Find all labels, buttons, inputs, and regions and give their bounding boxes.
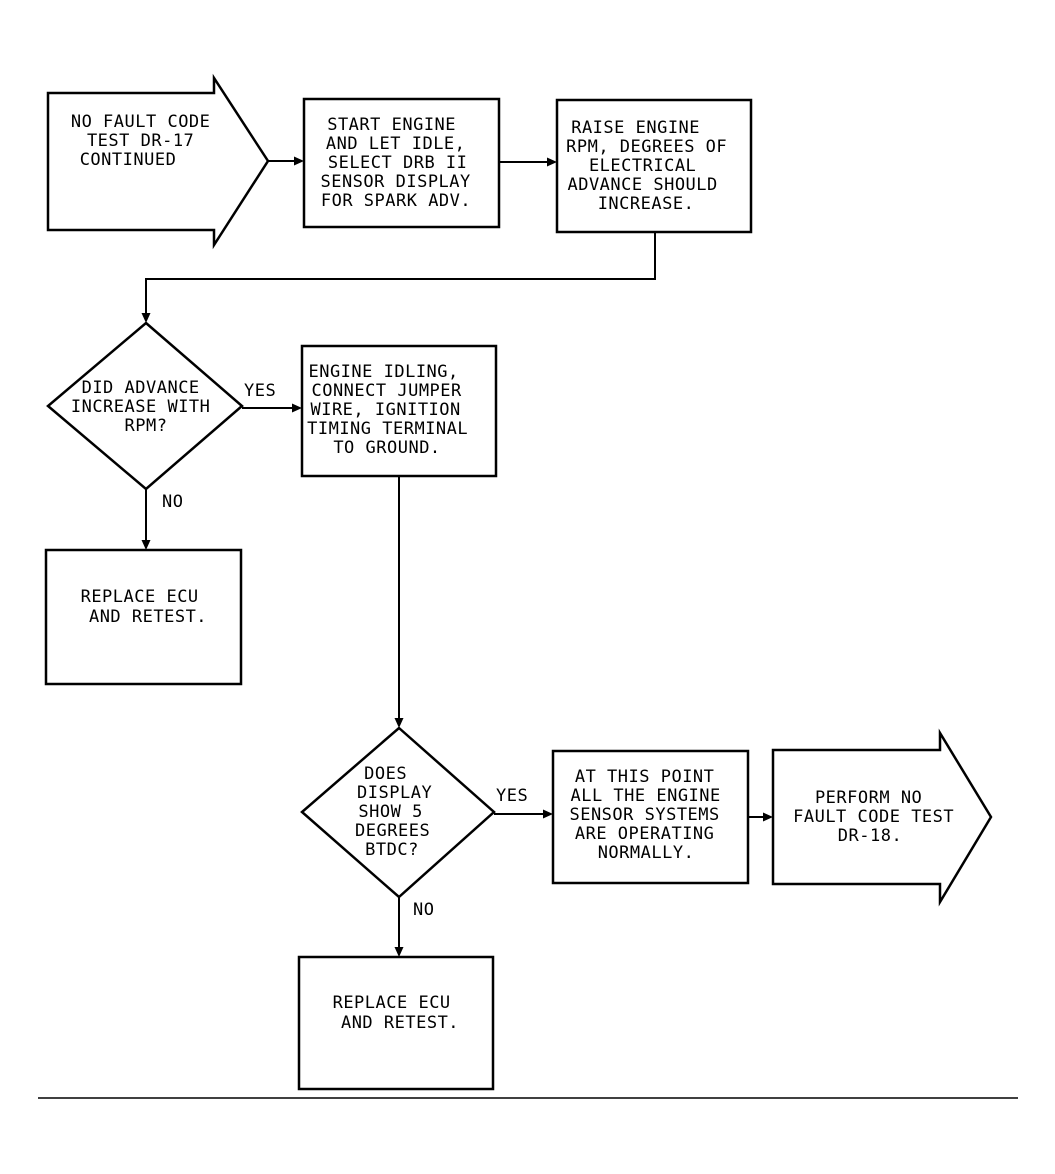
node-q-advance-line: RPM? [125,416,168,436]
node-normal: AT THIS POINT ALL THE ENGINE SENSOR SYST… [551,749,750,885]
node-idle-text: START ENGINE AND LET IDLE, SELECT DRB II… [320,115,481,211]
end-arrow-shape [771,728,993,907]
node-perform-line: DR-18. [838,826,902,846]
node-q-display: DOES DISPLAY SHOW 5 DEGREES BTDC? [300,726,496,899]
node-replace1-text: REPLACE ECU AND RETEST. [81,587,210,627]
node-replace2-text: REPLACE ECU AND RETEST. [333,993,462,1033]
node-replace1-line: REPLACE ECU [81,587,199,607]
arrowhead-icon [394,947,404,957]
node-replace2-box [297,955,495,1091]
node-start-line: CONTINUED [80,150,177,170]
start-arrow-shape [46,73,270,250]
node-normal-box [551,749,750,885]
node-q-display-line: BTDC? [365,840,419,860]
edge-label-no: NO [162,492,183,512]
node-normal-line: ALL THE ENGINE [570,786,720,806]
node-jumper-line: WIRE, IGNITION [310,400,460,420]
node-q-display-text: DOES DISPLAY SHOW 5 DEGREES BTDC? [355,764,443,860]
node-replace2-line: AND RETEST. [341,1013,459,1033]
node-jumper-line: CONNECT JUMPER [311,381,462,401]
arrowhead-icon [547,157,557,167]
node-replace1-box [44,548,243,686]
node-jumper-line: ENGINE IDLING, [308,362,458,382]
node-normal-line: AT THIS POINT [575,767,715,787]
arrowhead-icon [394,718,404,728]
node-start: NO FAULT CODE TEST DR-17 CONTINUED [46,73,270,250]
node-idle: START ENGINE AND LET IDLE, SELECT DRB II… [302,97,501,229]
node-normal-line: NORMALLY. [598,843,695,863]
node-perform: PERFORM NO FAULT CODE TEST DR-18. [771,728,993,907]
node-q-display-line: DISPLAY [357,783,432,803]
node-q-advance-text: DID ADVANCE INCREASE WITH RPM? [71,378,221,436]
arrowhead-icon [292,403,302,413]
node-idle-box [302,97,501,229]
node-idle-line: SENSOR DISPLAY [320,172,470,192]
edge-label-yes: YES [244,381,276,401]
arrowhead-icon [141,313,151,323]
node-idle-line: FOR SPARK ADV. [321,191,471,211]
arrowhead-icon [294,156,304,166]
node-jumper-line: TIMING TERMINAL [307,419,468,439]
node-jumper-line: TO GROUND. [333,438,440,458]
node-q-advance-line: INCREASE WITH [71,397,211,417]
node-perform-line: FAULT CODE TEST [793,807,954,827]
node-raise-line: INCREASE. [598,194,695,214]
node-normal-line: SENSOR SYSTEMS [569,805,719,825]
node-raise-text: RAISE ENGINE RPM, DEGREES OF ELECTRICAL … [566,118,738,214]
node-start-line: NO FAULT CODE [71,112,211,132]
node-raise-line: RAISE ENGINE [571,118,700,138]
node-q-advance-line: DID ADVANCE [82,378,200,398]
connector-raise-question [145,232,656,314]
node-idle-line: START ENGINE [327,115,456,135]
node-jumper-text: ENGINE IDLING, CONNECT JUMPER WIRE, IGNI… [307,362,479,458]
node-q-display-line: DEGREES [355,821,430,841]
arrowhead-icon [141,540,151,550]
edge-label-no: NO [413,900,434,920]
node-idle-line: AND LET IDLE, [326,134,466,154]
node-q-display-line: DOES [364,764,407,784]
node-raise-line: ELECTRICAL [589,156,696,176]
node-start-line: TEST DR-17 [87,131,194,151]
node-replace2-line: REPLACE ECU [333,993,451,1013]
node-idle-line: SELECT DRB II [328,153,468,173]
node-raise-box [555,98,753,234]
node-replace1-line: AND RETEST. [89,607,207,627]
node-raise-line: ADVANCE SHOULD [567,175,717,195]
node-q-advance: DID ADVANCE INCREASE WITH RPM? [46,321,244,491]
node-perform-line: PERFORM NO [815,788,922,808]
node-start-text: NO FAULT CODE TEST DR-17 CONTINUED [71,112,221,170]
node-raise: RAISE ENGINE RPM, DEGREES OF ELECTRICAL … [555,98,753,234]
node-replace2: REPLACE ECU AND RETEST. [297,955,495,1091]
arrowhead-icon [543,809,553,819]
node-replace1: REPLACE ECU AND RETEST. [44,548,243,686]
node-jumper: ENGINE IDLING, CONNECT JUMPER WIRE, IGNI… [300,344,498,478]
arrowhead-icon [763,812,773,822]
node-normal-line: ARE OPERATING [575,824,715,844]
node-q-display-line: SHOW 5 [358,802,422,822]
node-normal-text: AT THIS POINT ALL THE ENGINE SENSOR SYST… [569,767,731,863]
node-raise-line: RPM, DEGREES OF [566,137,727,157]
node-perform-text: PERFORM NO FAULT CODE TEST DR-18. [793,788,965,846]
edge-label-yes: YES [496,786,528,806]
